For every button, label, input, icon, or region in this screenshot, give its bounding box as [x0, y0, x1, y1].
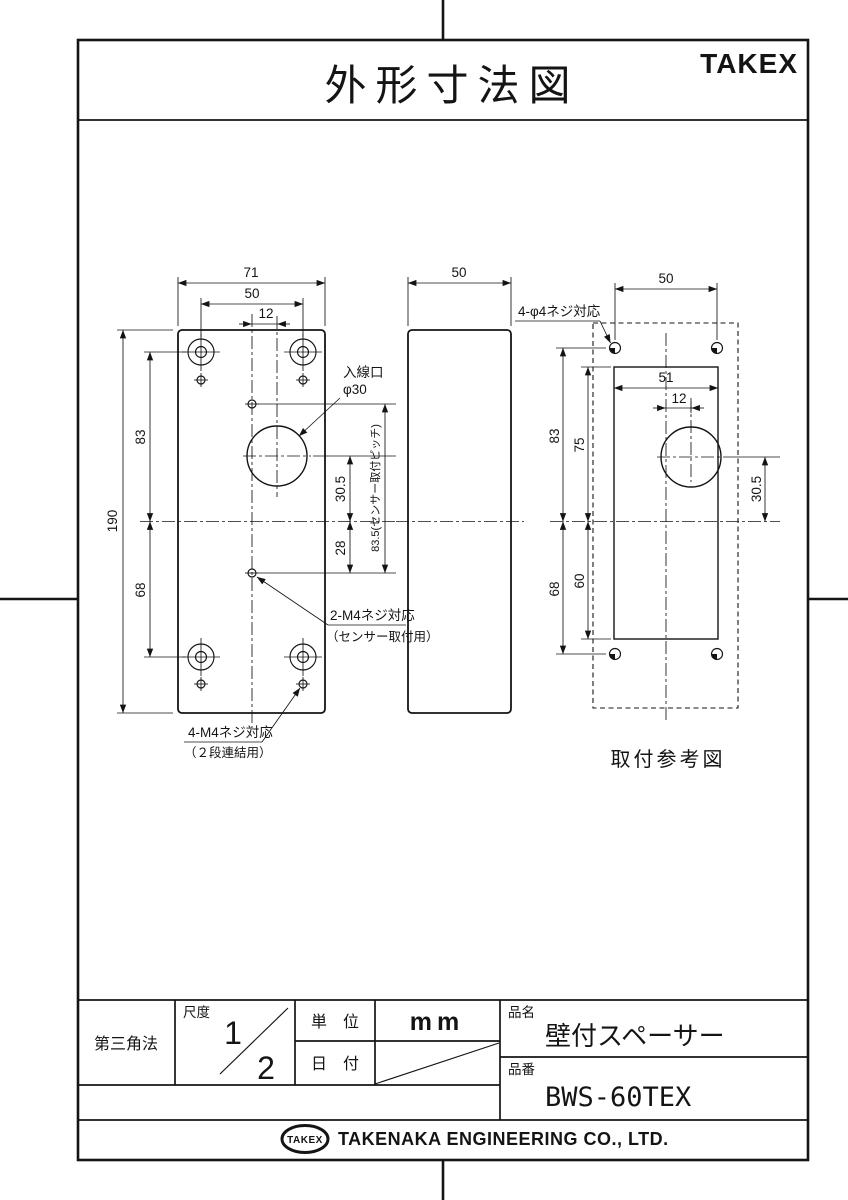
date-blank-slash [374, 1042, 500, 1085]
page-title: 外形寸法図 [324, 62, 579, 109]
mounting-holes [182, 333, 322, 676]
dim-mount-offset: 12 [671, 391, 686, 406]
mount-view: 50 51 12 83 75 68 60 30.5 4-φ4ネジ対応 取付参考図 [515, 271, 780, 771]
part-number-value: BWS-60TEX [545, 1082, 691, 1113]
scale-numerator: 1 [224, 1015, 242, 1051]
svg-text:2-M4ネジ対応: 2-M4ネジ対応 [330, 608, 415, 623]
scale-label: 尺度 [183, 1005, 210, 1020]
product-name-label: 品名 [508, 1005, 535, 1020]
scale-fraction-slash [219, 1007, 289, 1075]
unit-value: mm [410, 1008, 464, 1036]
dim-side-depth: 50 [451, 265, 466, 280]
product-name-value: 壁付スペーサー [545, 1021, 725, 1051]
svg-text:入線口: 入線口 [343, 365, 384, 380]
dim-front-hole-pitch: 50 [244, 286, 259, 301]
front-view: 71 50 12 190 83 68 30.5 28 83.5(センサー取付ピッ… [105, 265, 439, 760]
front-extension-lines [117, 277, 396, 714]
svg-text:（センサー取付用）: （センサー取付用） [326, 630, 439, 644]
dim-front-sensor-lower: 28 [333, 540, 348, 555]
brand-logo: TAKEX [700, 48, 798, 79]
dim-front-top: 83 [133, 429, 148, 444]
dim-front-bottom: 68 [133, 582, 148, 597]
m4-stack-holes [194, 373, 310, 691]
mount-screw-label: 4-φ4ネジ対応 [515, 304, 611, 344]
title-block: 第三角法 尺度 1 2 単 位 mm 日 付 品名 壁付スペーサー 品番 BWS… [78, 999, 808, 1121]
mount-dimension-lines [559, 285, 769, 655]
scale-denominator: 2 [257, 1050, 275, 1086]
dim-front-sensor-pitch: 83.5(センサー取付ピッチ) [369, 424, 382, 552]
company-name: TAKENAKA ENGINEERING CO., LTD. [338, 1129, 669, 1149]
stack-screw-label: 4-M4ネジ対応 （２段連結用） [184, 687, 301, 760]
svg-text:4-φ4ネジ対応: 4-φ4ネジ対応 [518, 304, 601, 319]
mount-extension-lines [556, 283, 780, 655]
date-label: 日 付 [311, 1055, 359, 1073]
dim-mount-pitch: 50 [658, 271, 673, 286]
dim-mount-bottom: 68 [547, 581, 562, 596]
inlet-hole [246, 425, 308, 487]
part-number-label: 品番 [508, 1062, 536, 1077]
dim-front-offset: 12 [258, 306, 273, 321]
dim-mount-inlet-offset: 30.5 [749, 476, 764, 502]
dim-mount-sensor-top: 75 [572, 437, 587, 452]
spacer-hidden-outline [592, 322, 739, 709]
dim-mount-sensor-bottom: 60 [572, 573, 587, 588]
takex-oval-logo [280, 1124, 330, 1154]
sensor-screw-label: 2-M4ネジ対応 （センサー取付用） [256, 576, 439, 644]
footer: TAKEX TAKENAKA ENGINEERING CO., LTD. [280, 1124, 669, 1154]
projection-method: 第三角法 [94, 1035, 158, 1053]
mount-inlet-hole [660, 426, 722, 488]
dim-mount-top: 83 [547, 428, 562, 443]
dim-front-inlet-offset: 30.5 [333, 476, 348, 502]
sheet-frame [76, 38, 810, 1162]
takex-logo-text: TAKEX [287, 1135, 323, 1146]
front-dimension-lines [119, 279, 389, 714]
m4-sensor-holes [245, 399, 259, 578]
svg-text:（２段連結用）: （２段連結用） [184, 745, 272, 760]
svg-text:φ30: φ30 [343, 382, 367, 397]
inlet-label: 入線口 φ30 [298, 365, 384, 437]
svg-text:4-M4ネジ対応: 4-M4ネジ対応 [188, 725, 273, 740]
dim-mount-sensor-width: 51 [658, 370, 673, 385]
unit-label: 単 位 [311, 1013, 359, 1031]
mount-view-caption: 取付参考図 [611, 748, 726, 771]
dim-front-height: 190 [105, 510, 120, 533]
dim-front-width: 71 [243, 265, 258, 280]
side-view: 50 [396, 265, 524, 714]
mount-screws [608, 341, 724, 661]
